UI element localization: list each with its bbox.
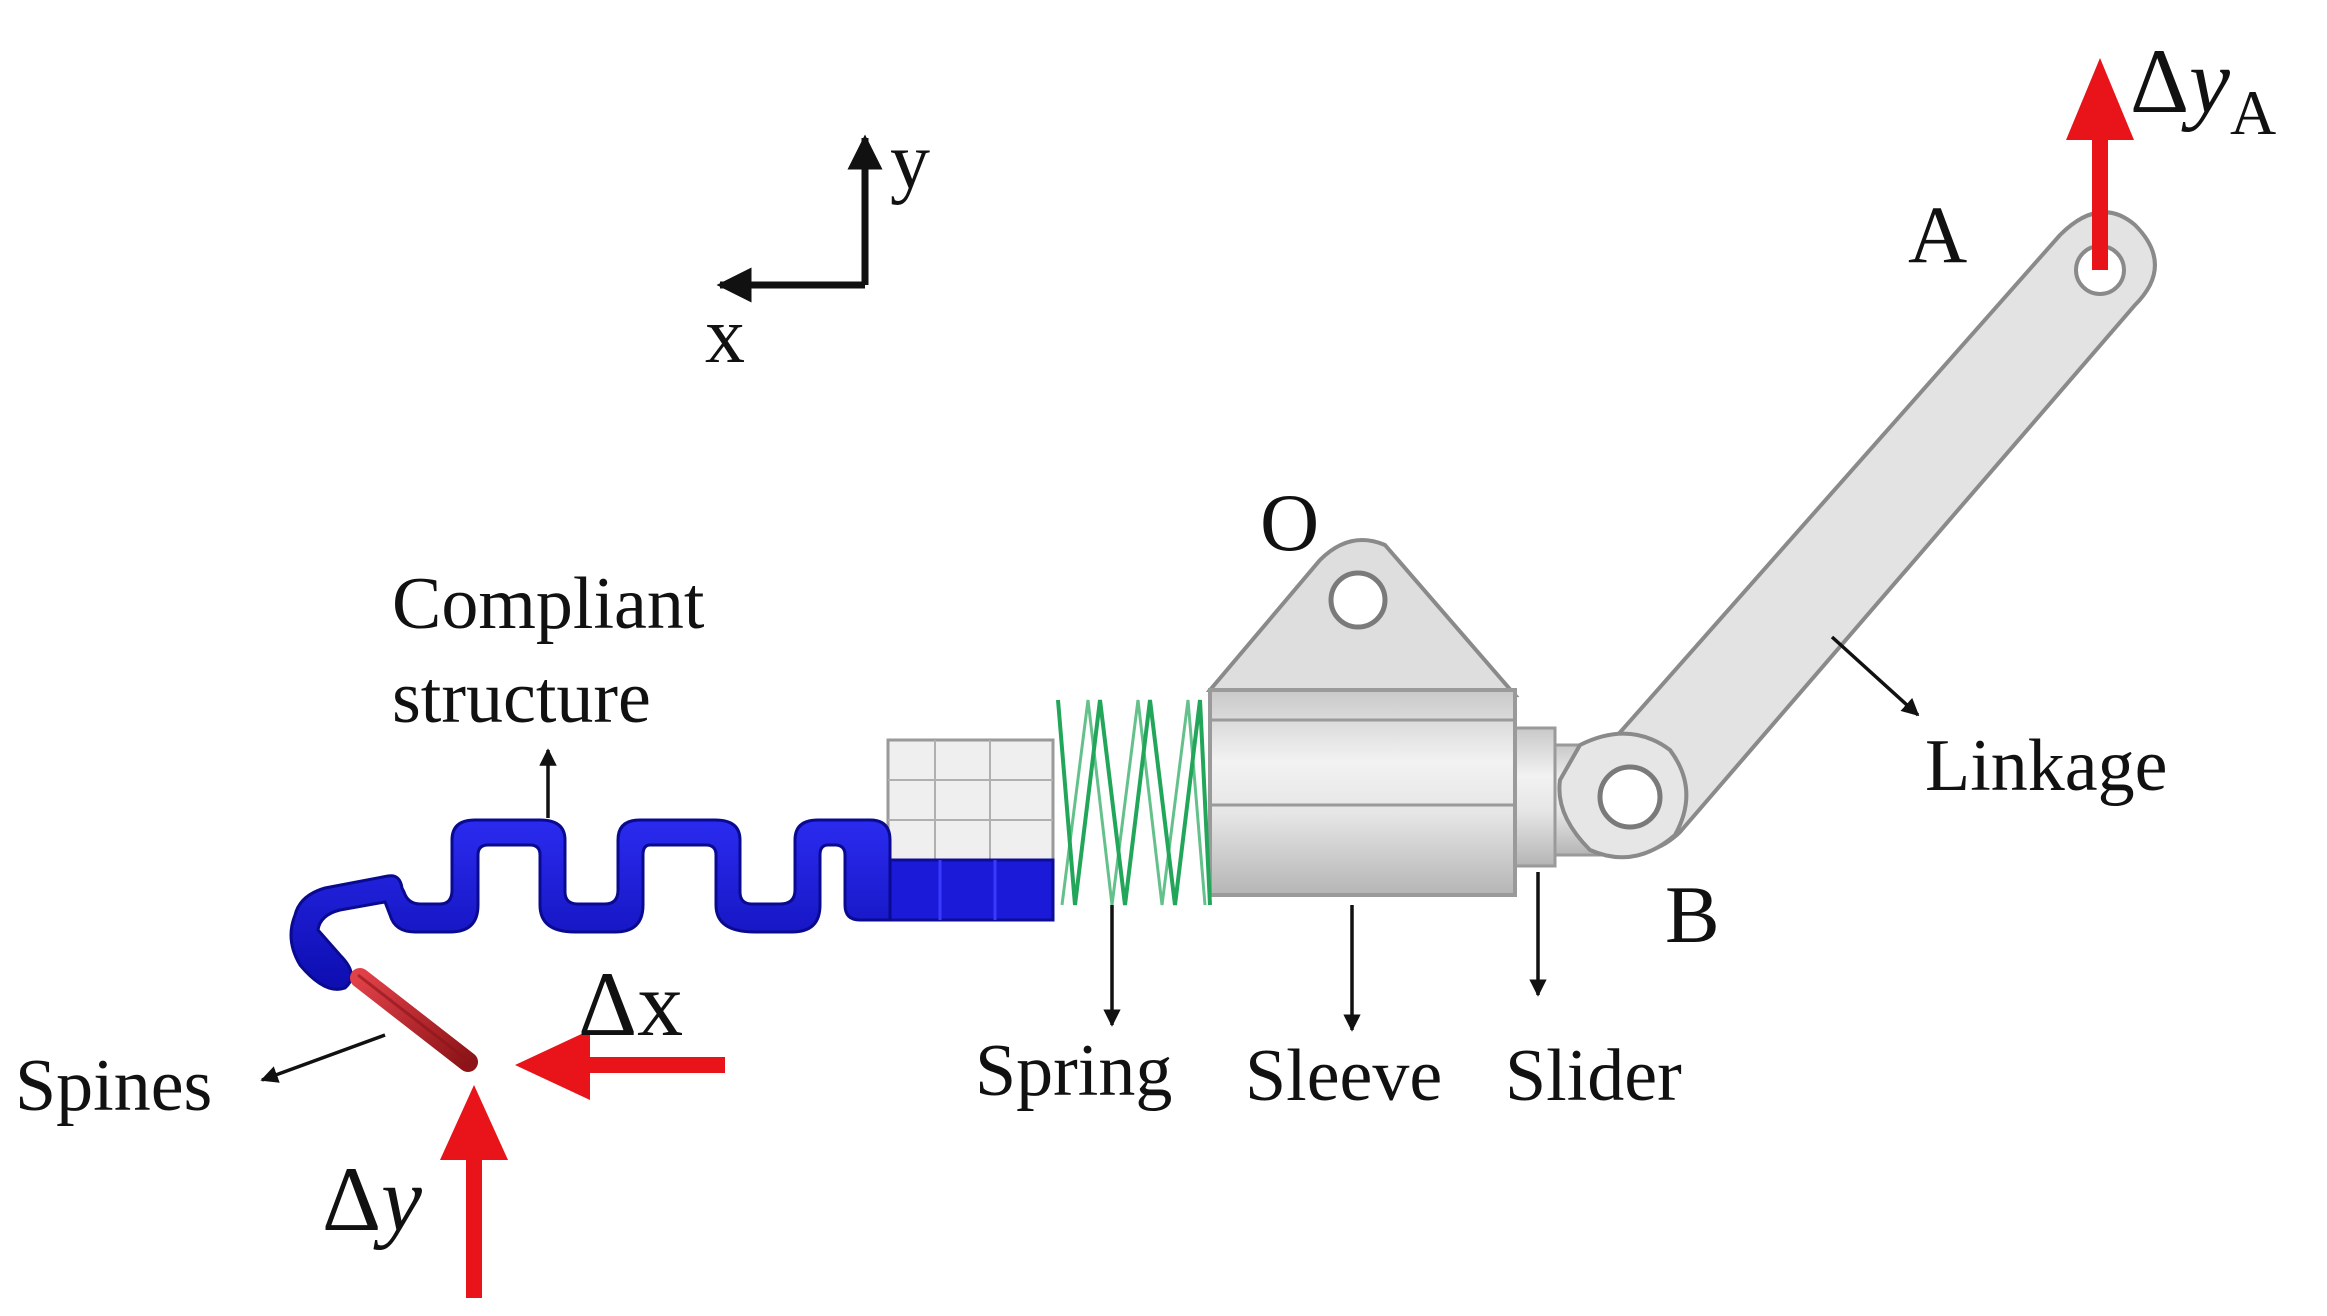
dx-delta-symbol: Δ	[578, 953, 637, 1055]
compliant-structure-label-line1: Compliant	[392, 563, 705, 645]
spring	[1056, 699, 1212, 906]
dy-delta-symbol: Δ	[322, 1148, 381, 1250]
force-arrows	[440, 58, 2134, 1298]
dy-arrow	[440, 1085, 508, 1298]
dy-variable: y	[373, 1148, 422, 1250]
point-o-label: O	[1260, 477, 1319, 568]
spines	[350, 968, 478, 1072]
point-b-label: B	[1665, 869, 1720, 960]
leader-arrows	[260, 635, 1920, 1083]
compliant-structure-label-line2: structure	[392, 657, 651, 739]
svg-text:Δy: Δy	[322, 1148, 422, 1250]
x-axis-label: x	[705, 292, 745, 380]
dya-arrow	[2066, 58, 2134, 270]
dy-label: Δy	[322, 1148, 422, 1250]
dx-variable: x	[637, 953, 683, 1055]
pivot-o-hole	[1328, 570, 1388, 630]
compliant-structure	[289, 818, 892, 991]
spines-leader	[260, 1033, 386, 1083]
dx-arrow	[515, 1030, 725, 1100]
dya-subscript: A	[2230, 77, 2276, 148]
dya-delta-symbol: Δ	[2130, 30, 2189, 132]
y-axis-label: y	[890, 118, 930, 206]
sleeve	[1205, 538, 1520, 897]
dx-label: Δx	[578, 953, 683, 1055]
linkage-label: Linkage	[1925, 725, 2167, 807]
svg-text:ΔyA: ΔyA	[2130, 30, 2276, 148]
dya-label: ΔyA	[2130, 30, 2276, 148]
spring-label: Spring	[975, 1030, 1172, 1112]
spines-label: Spines	[15, 1045, 212, 1127]
svg-text:Δx: Δx	[578, 953, 683, 1055]
dya-variable: y	[2181, 30, 2230, 132]
slider-label: Slider	[1505, 1035, 1682, 1117]
pivot-b	[1557, 731, 1689, 860]
connector-block	[886, 738, 1055, 922]
coordinate-axes: y x	[705, 118, 930, 380]
point-a-label: A	[1908, 189, 1967, 280]
linkage-leader	[1830, 635, 1920, 717]
sleeve-label: Sleeve	[1245, 1035, 1442, 1117]
